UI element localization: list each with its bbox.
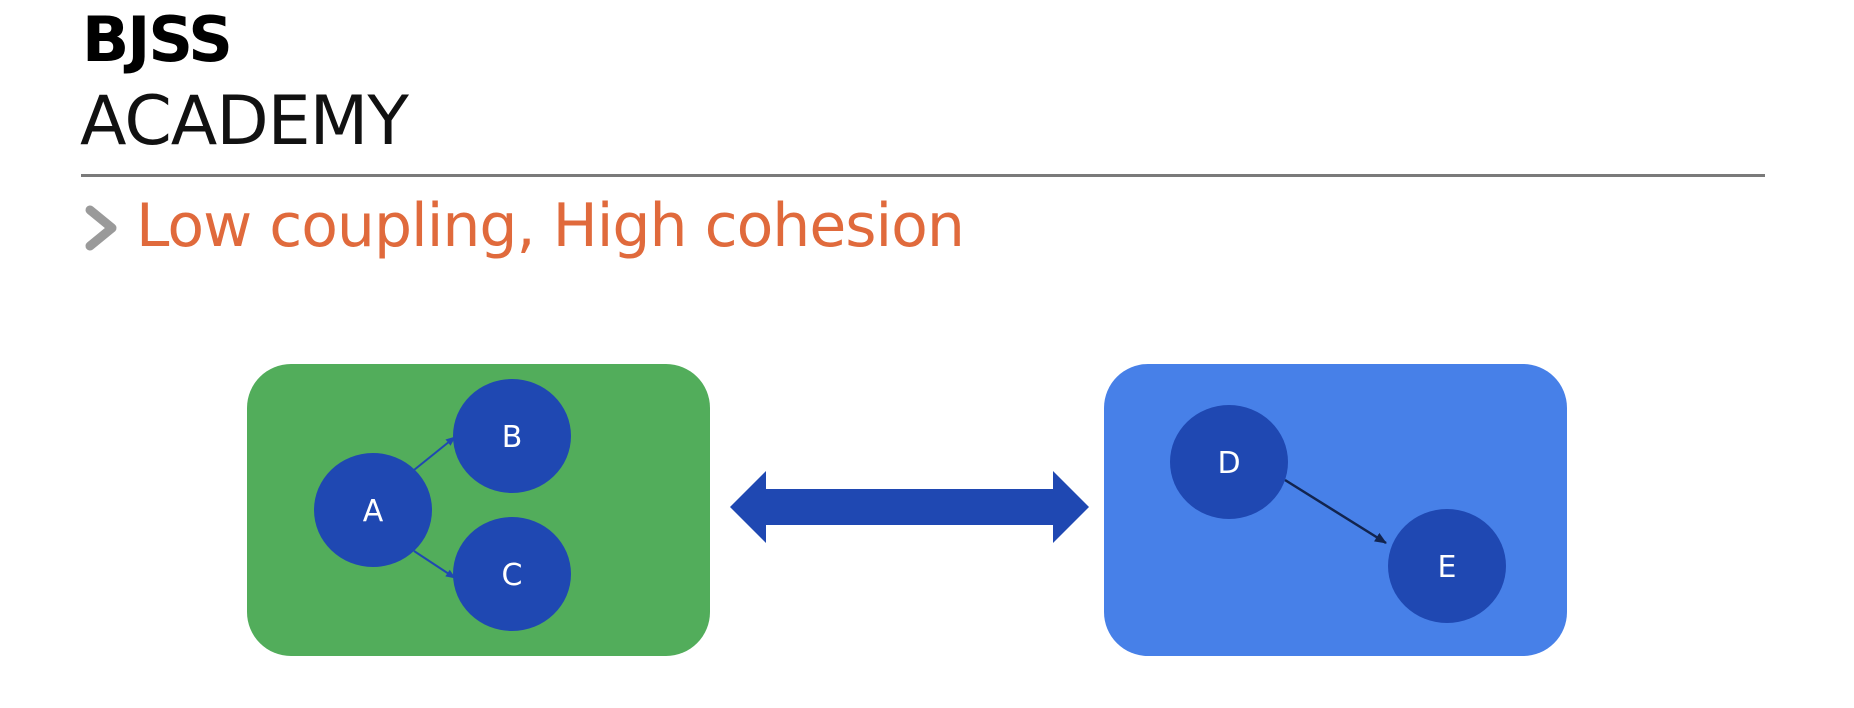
node-d-label: D: [1217, 446, 1240, 481]
node-e: E: [1388, 509, 1506, 623]
logo-wordmark-bjss: BJSS: [82, 3, 233, 76]
node-d: D: [1170, 405, 1288, 519]
bidirectional-arrow-icon: [730, 471, 1089, 543]
node-b: B: [453, 379, 571, 493]
module-left: [247, 364, 710, 656]
node-a: A: [314, 453, 432, 567]
node-a-label: A: [363, 494, 384, 529]
logo-wordmark-academy: ACADEMY: [80, 82, 409, 161]
header-divider: [81, 174, 1765, 177]
dependency-arrow-a-c: [413, 550, 456, 579]
node-c: C: [453, 517, 571, 631]
chevron-right-icon: [85, 205, 117, 251]
node-c-label: C: [502, 558, 523, 593]
node-e-label: E: [1438, 550, 1457, 585]
node-b-label: B: [502, 420, 523, 455]
dependency-arrow-a-b: [413, 436, 456, 471]
page-title: Low coupling, High cohesion: [136, 191, 965, 261]
dependency-arrow-d-e: [1284, 478, 1387, 545]
module-right: [1104, 364, 1567, 656]
